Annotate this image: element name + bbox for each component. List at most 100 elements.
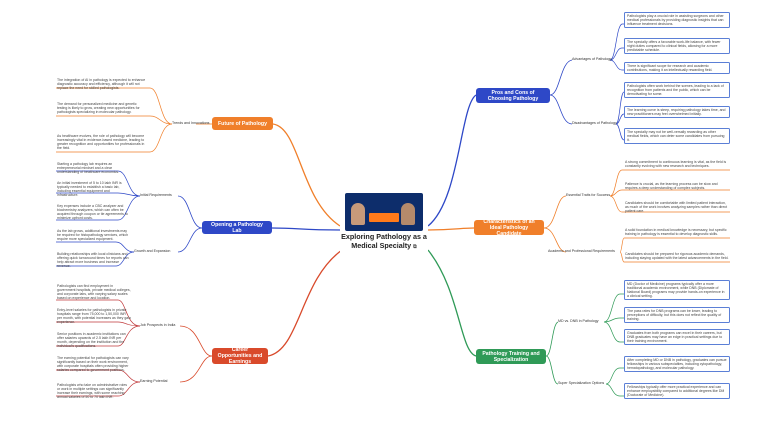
branch-label: Characteristics of an Ideal Pathology Ca… bbox=[478, 219, 540, 237]
sub-label: Earning Potential bbox=[140, 379, 167, 383]
leaf-pros-3[interactable]: There is significant scope for research … bbox=[624, 62, 730, 74]
branch-ideal-candidate[interactable]: Characteristics of an Ideal Pathology Ca… bbox=[474, 220, 544, 235]
leaf-text: The specialty may not be well-versally r… bbox=[627, 130, 724, 142]
leaf-text: Entry-level salaries for pathologists in… bbox=[57, 308, 131, 324]
leaf-training-1[interactable]: MD (Doctor of Medicine) programs typical… bbox=[624, 280, 730, 300]
leaf-text: Pathologists often work behind the scene… bbox=[627, 84, 724, 96]
leaf-future-1[interactable]: The integration of AI in pathology is ex… bbox=[56, 78, 148, 90]
branch-training-and-specialization[interactable]: Pathology Training and Specialization bbox=[476, 349, 546, 364]
leaf-text: There is significant scope for research … bbox=[627, 64, 712, 72]
leaf-training-4[interactable]: After completing MD or DNB in pathology,… bbox=[624, 356, 730, 372]
sub-label: Academic and Professional Requirements bbox=[548, 249, 615, 253]
leaf-training-2[interactable]: The pass rates for DNB programs can be l… bbox=[624, 307, 730, 323]
leaf-pros-2[interactable]: The specialty offers a favorable work-li… bbox=[624, 38, 730, 54]
leaf-ideal-3[interactable]: Candidates should be comfortable with li… bbox=[624, 201, 730, 213]
leaf-text: Pathologists play a crucial role in assi… bbox=[627, 14, 724, 26]
leaf-text: A strong commitment to continuous learni… bbox=[625, 160, 726, 168]
sub-label: Disadvantages of Pathology bbox=[572, 121, 617, 125]
sub-trends-and-innovations[interactable]: Trends and Innovations bbox=[172, 121, 209, 125]
leaf-lab-3[interactable]: Key expenses include a CBC analyzer and … bbox=[56, 204, 130, 220]
sub-job-prospects-in-india[interactable]: Job Prospects in India bbox=[140, 323, 175, 327]
leaf-training-5[interactable]: Fellowships typically offer more practic… bbox=[624, 383, 730, 399]
sub-label: Initial Requirements bbox=[140, 193, 172, 197]
link-center-career bbox=[268, 250, 342, 356]
leaf-text: Starting a pathology lab requires an ent… bbox=[57, 162, 119, 174]
sub-md-vs-dnb[interactable]: MD vs. DNB in Pathology bbox=[558, 319, 599, 323]
sub-label: Trends and Innovations bbox=[172, 121, 209, 125]
leaf-text: Candidates should be comfortable with li… bbox=[625, 201, 727, 213]
leaf-lab-4[interactable]: As the lab grows, additional investments… bbox=[56, 229, 130, 241]
leaf-career-5[interactable]: Pathologists who take on administrative … bbox=[56, 383, 132, 399]
sub-disadvantages-of-pathology[interactable]: Disadvantages of Pathology bbox=[572, 121, 617, 125]
leaf-future-3[interactable]: As healthcare evolves, the role of patho… bbox=[56, 134, 148, 150]
leaf-career-4[interactable]: The earning potential for pathologists c… bbox=[56, 356, 132, 372]
leaf-text: The specialty offers a favorable work-li… bbox=[627, 40, 721, 52]
leaf-ideal-5[interactable]: Candidates should be prepared for rigoro… bbox=[624, 252, 730, 260]
branch-career-opportunities[interactable]: Career Opportunities and Earnings bbox=[212, 348, 268, 364]
branch-pros-and-cons[interactable]: Pros and Cons of Choosing Pathology bbox=[476, 88, 550, 103]
leaf-text: Patience is crucial, as the learning pro… bbox=[625, 182, 718, 190]
link-center-training bbox=[428, 250, 476, 356]
leaf-ideal-2[interactable]: Patience is crucial, as the learning pro… bbox=[624, 182, 730, 190]
leaf-text: Key expenses include a CBC analyzer and … bbox=[57, 204, 128, 220]
leaf-cons-2[interactable]: The learning curve is steep, requiring p… bbox=[624, 106, 730, 118]
branch-opening-a-pathology-lab[interactable]: Opening a Pathology Lab bbox=[202, 221, 272, 234]
leaf-text: After completing MD or DNB in pathology,… bbox=[627, 358, 727, 370]
presenter-figure-left bbox=[351, 203, 365, 225]
sub-earning-potential[interactable]: Earning Potential bbox=[140, 379, 167, 383]
branch-future-of-pathology[interactable]: Future of Pathology bbox=[212, 117, 273, 130]
link-center-ideal bbox=[428, 228, 474, 230]
leaf-ideal-4[interactable]: A solid foundation in medical knowledge … bbox=[624, 228, 730, 236]
leaf-text: As healthcare evolves, the role of patho… bbox=[57, 134, 144, 150]
sub-label: Growth and Expansion bbox=[134, 249, 170, 253]
sub-label: Advantages of Pathology bbox=[572, 57, 612, 61]
leaf-text: As the lab grows, additional investments… bbox=[57, 229, 128, 241]
sub-label: Essential Traits for Success bbox=[566, 193, 610, 197]
sub-label: MD vs. DNB in Pathology bbox=[558, 319, 599, 323]
branch-label: Pathology Training and Specialization bbox=[480, 351, 542, 363]
leaf-text: MD (Doctor of Medicine) programs typical… bbox=[627, 282, 724, 298]
leaf-text: The integration of AI in pathology is ex… bbox=[57, 78, 145, 90]
leaf-text: Fellowships typically offer more practic… bbox=[627, 385, 724, 397]
video-thumbnail bbox=[345, 193, 423, 231]
leaf-lab-5[interactable]: Building relationships with local clinic… bbox=[56, 252, 130, 268]
sub-initial-requirements[interactable]: Initial Requirements bbox=[140, 193, 172, 197]
branch-label: Pros and Cons of Choosing Pathology bbox=[480, 90, 546, 102]
leaf-text: Building relationships with local clinic… bbox=[57, 252, 129, 268]
sub-label: Job Prospects in India bbox=[140, 323, 175, 327]
leaf-text: The demand for personalized medicine and… bbox=[57, 102, 140, 114]
central-topic[interactable]: Exploring Pathology as a Medical Special… bbox=[340, 192, 428, 268]
sub-super-specialization[interactable]: Super Specialization Options bbox=[558, 381, 604, 385]
external-link-icon[interactable]: ⧉ bbox=[413, 244, 417, 250]
leaf-text: An initial investment of 5 to 10 lakh IN… bbox=[57, 181, 122, 197]
leaf-career-1[interactable]: Pathologists can find employment in gove… bbox=[56, 284, 132, 300]
leaf-career-3[interactable]: Senior positions in academic institution… bbox=[56, 332, 132, 348]
leaf-text: Graduates from both programs can excel i… bbox=[627, 331, 722, 343]
leaf-text: Senior positions in academic institution… bbox=[57, 332, 126, 348]
leaf-text: The pass rates for DNB programs can be l… bbox=[627, 309, 721, 321]
leaf-ideal-1[interactable]: A strong commitment to continuous learni… bbox=[624, 160, 730, 168]
leaf-cons-3[interactable]: The specialty may not be well-versally r… bbox=[624, 128, 730, 144]
link-center-lab bbox=[272, 228, 340, 230]
leaf-text: Pathologists who take on administrative … bbox=[57, 383, 127, 399]
thumbnail-badge bbox=[369, 213, 399, 222]
leaf-career-2[interactable]: Entry-level salaries for pathologists in… bbox=[56, 308, 132, 324]
sub-academic-requirements[interactable]: Academic and Professional Requirements bbox=[548, 249, 615, 253]
leaf-text: The earning potential for pathologists c… bbox=[57, 356, 129, 372]
leaf-future-2[interactable]: The demand for personalized medicine and… bbox=[56, 102, 148, 114]
sub-growth-and-expansion[interactable]: Growth and Expansion bbox=[134, 249, 170, 253]
leaf-cons-1[interactable]: Pathologists often work behind the scene… bbox=[624, 82, 730, 98]
leaf-text: Pathologists can find employment in gove… bbox=[57, 284, 131, 300]
leaf-text: A solid foundation in medical knowledge … bbox=[625, 228, 727, 236]
branch-label: Opening a Pathology Lab bbox=[206, 222, 268, 234]
link-center-future bbox=[273, 124, 340, 226]
central-title: Exploring Pathology as a Medical Special… bbox=[340, 233, 428, 251]
leaf-lab-1[interactable]: Starting a pathology lab requires an ent… bbox=[56, 162, 130, 174]
branch-label: Career Opportunities and Earnings bbox=[216, 347, 264, 365]
sub-essential-traits[interactable]: Essential Traits for Success bbox=[566, 193, 610, 197]
leaf-training-3[interactable]: Graduates from both programs can excel i… bbox=[624, 329, 730, 345]
sub-advantages-of-pathology[interactable]: Advantages of Pathology bbox=[572, 57, 612, 61]
leaf-lab-2[interactable]: An initial investment of 5 to 10 lakh IN… bbox=[56, 181, 130, 197]
presenter-figure-right bbox=[401, 203, 415, 225]
leaf-pros-1[interactable]: Pathologists play a crucial role in assi… bbox=[624, 12, 730, 28]
